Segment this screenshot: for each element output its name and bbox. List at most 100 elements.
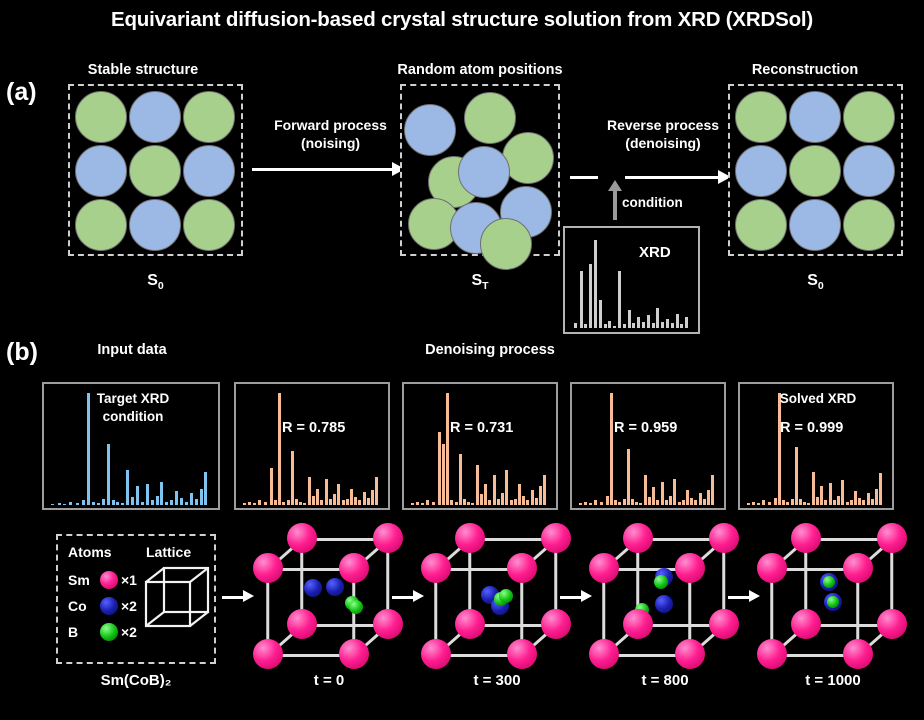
spectrum-bar (136, 486, 140, 505)
spectrum-bar (426, 500, 430, 505)
spectrum-bar (837, 495, 841, 505)
atom-sm (421, 553, 451, 583)
lattice-edge (806, 538, 892, 541)
lattice-edge (772, 568, 858, 571)
crystal-cell-t1000 (757, 523, 908, 669)
spectrum-bar (651, 323, 655, 328)
spectrum-bar (584, 501, 588, 505)
spectrum-bar (803, 501, 807, 505)
atom-sm (339, 553, 369, 583)
spectrum-bar (307, 476, 311, 505)
spectrum-bar (62, 503, 66, 505)
panel-b-letter: (b) (6, 338, 38, 366)
atom-co (303, 578, 322, 597)
legend-header-atoms: Atoms (68, 544, 112, 560)
spectrum-bar (794, 446, 798, 505)
spectrum-bar (534, 497, 538, 505)
crystal-cell-t0 (253, 523, 404, 669)
atom-sm (623, 609, 653, 639)
atom-sm (287, 523, 317, 553)
forward-process-label: Forward process (noising) (238, 116, 423, 152)
lattice-edge (638, 538, 724, 541)
spectrum-bar (155, 495, 159, 505)
spectrum-bar (798, 499, 802, 505)
spectrum-bar (790, 499, 794, 505)
spectrum-bar (594, 239, 597, 328)
spectrum-bar (858, 497, 862, 505)
atom-green (502, 132, 554, 184)
spectrum-bar (75, 502, 79, 505)
atom-green (183, 199, 235, 251)
spectrum-bar (492, 474, 496, 505)
legend-count-co: ×2 (121, 598, 137, 614)
cell-arrow-head-4 (749, 590, 760, 602)
reverse-arrow-line-left (570, 176, 598, 179)
atom-blue (75, 145, 127, 197)
atom-sm (589, 639, 619, 669)
spectrum-bar (375, 476, 379, 505)
spectrum-bar (290, 451, 294, 505)
sphere-co-icon (100, 597, 118, 615)
atom-co (655, 595, 674, 614)
spectrum-caption-solved: Solved XRD (779, 391, 857, 406)
spectrum-bar (782, 500, 786, 505)
spectrum-bar (849, 500, 853, 505)
state-symbol: S (471, 272, 483, 289)
spectrum-bar (51, 503, 55, 505)
condition-label: condition (622, 195, 683, 210)
spectrum-bar (252, 502, 256, 505)
lattice-edge (470, 538, 556, 541)
spectrum-bar (299, 501, 303, 505)
spectrum-bar (242, 502, 246, 505)
spectrum-bar (853, 490, 857, 505)
timestep-label-0: t = 0 (313, 672, 345, 689)
atom-co (325, 577, 344, 596)
xrd-inset-spectrum (570, 236, 693, 328)
spectrum-bar (573, 323, 577, 328)
spectrum-bar (870, 499, 874, 505)
spectrum-bar (618, 501, 622, 505)
spectrum-bar (707, 489, 711, 505)
spectrum-bar (578, 502, 582, 505)
heading-stable-structure: Stable structure (87, 62, 199, 78)
spectrum-bar (189, 493, 193, 505)
spectrum-bar (646, 315, 650, 328)
cell-arrow-line-1 (222, 596, 244, 599)
spectrum-bar (324, 479, 328, 505)
atom-green (789, 145, 841, 197)
spectrum-bar (539, 486, 543, 505)
spectrum-bar (278, 392, 282, 505)
spectrum-bar (675, 314, 679, 328)
spectrum-bar (106, 444, 110, 505)
spectrum-bar (410, 502, 414, 505)
lattice-edge (604, 568, 690, 571)
spectrum-bar (589, 263, 593, 328)
lattice-stable-structure (68, 84, 243, 256)
atom-blue (735, 145, 787, 197)
spectrum-bar (150, 500, 154, 505)
atom-b (827, 595, 840, 608)
spectrum-bar (698, 493, 702, 505)
spectrum-bar (454, 501, 458, 505)
spectrum-bar (471, 502, 475, 505)
spectrum-box-step-0: R = 0.785 (234, 382, 390, 510)
atom-sm (877, 609, 907, 639)
spectrum-bar (175, 490, 179, 505)
spectrum-bar (170, 500, 174, 505)
spectrum-bar (690, 497, 694, 505)
atom-sm (253, 639, 283, 669)
state-label-s0-left: S0 (68, 272, 243, 292)
atom-sm (791, 523, 821, 553)
xrd-inset-label-text: XRD (639, 244, 671, 261)
spectrum-bar (630, 499, 634, 505)
atom-sm (623, 523, 653, 553)
atom-sm (757, 639, 787, 669)
condition-arrow-line (613, 190, 617, 220)
spectrum-bar (501, 493, 505, 505)
spectrum-bar (635, 501, 639, 505)
spectrum-bar (824, 500, 828, 505)
forward-arrow-line (252, 168, 394, 171)
legend-box: Atoms Lattice Sm ×1 Co ×2 B ×2 (56, 534, 216, 664)
spectrum-bar (811, 472, 815, 505)
spectrum-bar (92, 501, 95, 505)
